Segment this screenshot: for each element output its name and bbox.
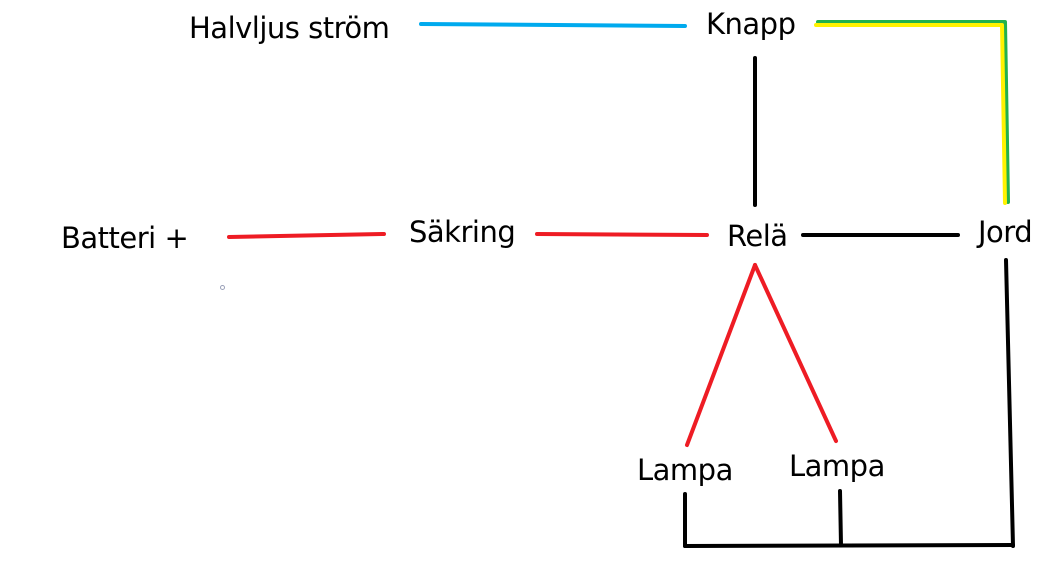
node-jord: Jord [978,215,1033,249]
wire-rela-lampa2 [753,263,838,443]
node-lampa-right: Lampa [789,449,885,483]
wire-halvljus-knapp [419,22,687,28]
wire-ground-bus [683,543,1015,548]
node-lampa-left: Lampa [637,453,733,487]
node-knapp: Knapp [706,7,796,41]
wire-batteri-sakring [227,232,386,239]
wire-rela-lampa1 [685,263,757,447]
node-sakring: Säkring [409,215,516,249]
wire-knapp-jord-yellow [814,23,1007,205]
wire-knapp-jord-green [816,20,1010,204]
stray-dot [220,285,225,290]
node-halvljus-strom: Halvljus ström [189,11,390,45]
wire-jord-down [1004,258,1015,548]
wire-sakring-rela [535,232,709,237]
node-rela: Relä [727,219,788,253]
wire-lampa2-ground [838,489,843,547]
node-batteri: Batteri + [61,221,189,255]
